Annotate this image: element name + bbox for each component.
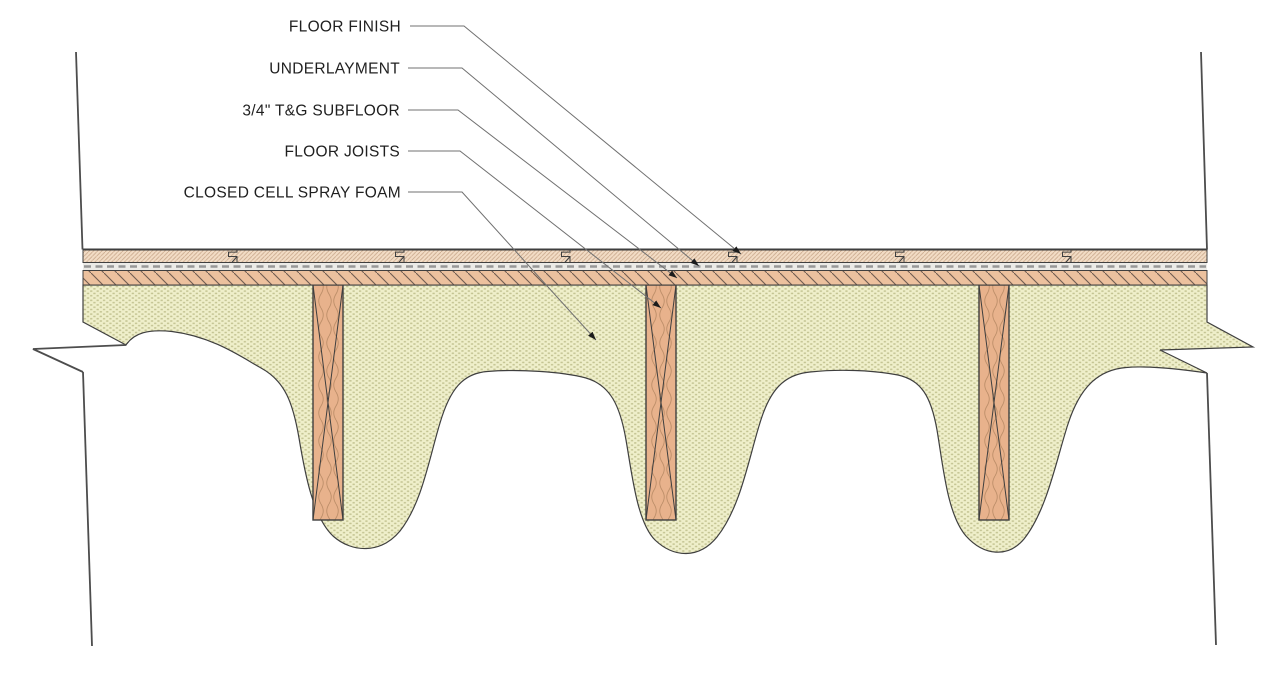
left-wall-line-upper — [75, 51, 84, 250]
wall-break-lines — [32, 51, 1217, 647]
label-spray-foam: CLOSED CELL SPRAY FOAM — [184, 185, 401, 202]
right-wall-line-lower — [1206, 372, 1217, 646]
floor-finish-layer — [82, 248, 1208, 263]
underlayment-layer — [83, 262, 1207, 271]
label-floor-finish: FLOOR FINISH — [289, 19, 401, 36]
label-floor-joists: FLOOR JOISTS — [284, 144, 400, 161]
right-wall-line-upper — [1200, 51, 1208, 250]
leader-floor-joists — [408, 150, 662, 309]
floor-joist — [645, 284, 677, 521]
label-subfloor: 3/4" T&G SUBFLOOR — [242, 103, 400, 120]
left-break-zigzag — [32, 344, 127, 373]
floor-joist — [312, 284, 344, 521]
subfloor-layer — [82, 270, 1208, 286]
annotation-labels: FLOOR FINISH UNDERLAYMENT 3/4" T&G SUBFL… — [184, 19, 401, 202]
leader-lines — [408, 25, 742, 341]
left-wall-line-lower — [82, 371, 93, 647]
label-underlayment: UNDERLAYMENT — [269, 61, 400, 78]
floor-joist — [978, 284, 1010, 521]
leader-floor-finish — [410, 25, 742, 255]
leader-underlayment — [408, 67, 700, 267]
leader-subfloor — [408, 109, 678, 279]
leader-spray-foam — [408, 191, 597, 341]
